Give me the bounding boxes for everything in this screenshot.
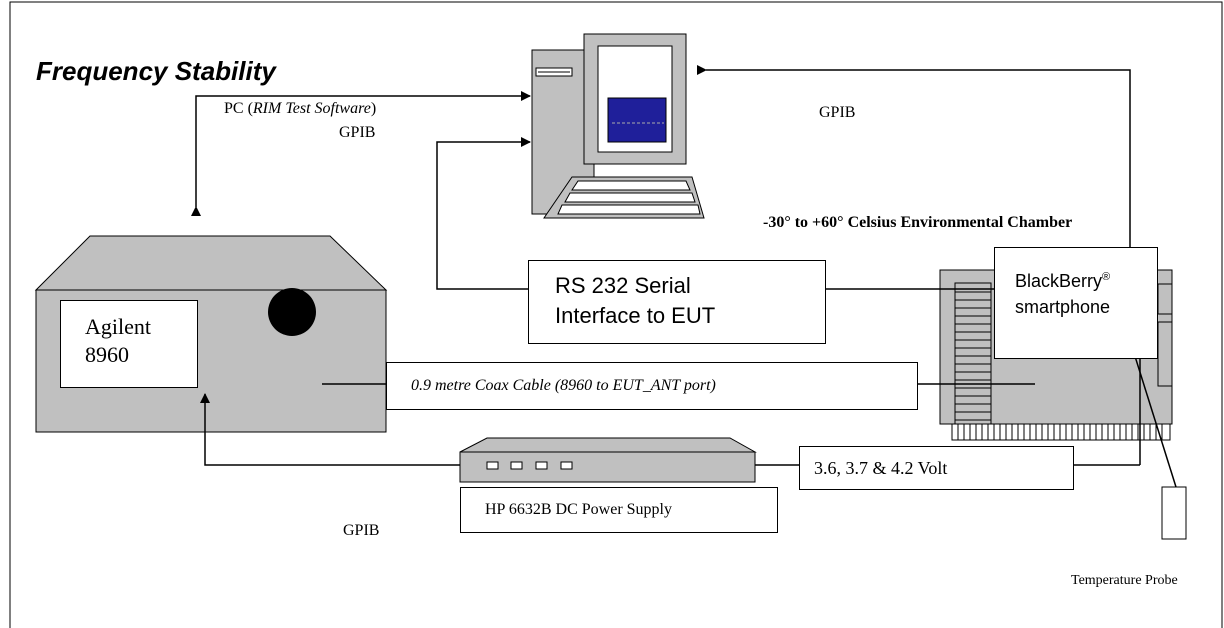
pc-software-label: RIM Test Software xyxy=(252,100,371,117)
temperature-probe-label: Temperature Probe xyxy=(1071,573,1178,588)
gpib-8960-to-pc-line xyxy=(191,91,531,216)
rs232-to-pc-line xyxy=(436,137,531,290)
gpib-pc-to-chamber-line xyxy=(697,65,1135,259)
gpib-powersupply-to-8960-line xyxy=(200,393,460,466)
gpib-bottom-label: GPIB xyxy=(343,522,380,539)
power-supply-label-box: HP 6632B DC Power Supply xyxy=(460,487,778,533)
agilent-name: Agilent xyxy=(85,314,151,339)
blackberry-type: smartphone xyxy=(1015,297,1111,317)
diagram-title: Frequency Stability xyxy=(36,56,276,86)
power-supply-label: HP 6632B DC Power Supply xyxy=(485,501,672,518)
chamber-label: -30° to +60° Celsius Environmental Chamb… xyxy=(763,214,1073,231)
blackberry-reg-mark: ® xyxy=(1102,271,1111,283)
rs232-line2: Interface to EUT xyxy=(555,303,716,328)
coax-cable-box: 0.9 metre Coax Cable (8960 to EUT_ANT po… xyxy=(386,362,918,410)
outer-frame xyxy=(9,1,1223,628)
agilent-model: 8960 xyxy=(85,342,129,367)
voltage-label: 3.6, 3.7 & 4.2 Volt xyxy=(814,458,948,478)
temperature-probe-icon xyxy=(1161,486,1187,540)
voltage-box: 3.6, 3.7 & 4.2 Volt xyxy=(799,446,1074,490)
blackberry-brand: BlackBerry® xyxy=(1015,264,1157,294)
gpib-left-label: GPIB xyxy=(339,124,376,141)
gpib-right-label: GPIB xyxy=(819,104,856,121)
blackberry-brand-text: BlackBerry xyxy=(1015,271,1103,291)
dc-power-supply-device xyxy=(459,437,757,483)
pc-monitor-icon xyxy=(583,33,687,165)
pc-label-prefix: PC ( xyxy=(224,100,253,117)
temperature-probe-line xyxy=(1127,333,1177,488)
coax-cable-label: 0.9 metre Coax Cable (8960 to EUT_ANT po… xyxy=(411,377,716,394)
blackberry-smartphone-box: BlackBerry® smartphone xyxy=(994,247,1158,359)
rs232-serial-interface-box: RS 232 Serial Interface to EUT xyxy=(528,260,826,344)
pc-label: PC (RIM Test Software) xyxy=(224,100,376,118)
pc-label-suffix: ) xyxy=(370,100,377,117)
rs232-line1: RS 232 Serial xyxy=(555,273,691,298)
agilent-8960-box: Agilent 8960 xyxy=(60,300,198,388)
pc-keyboard-icon xyxy=(543,176,705,219)
